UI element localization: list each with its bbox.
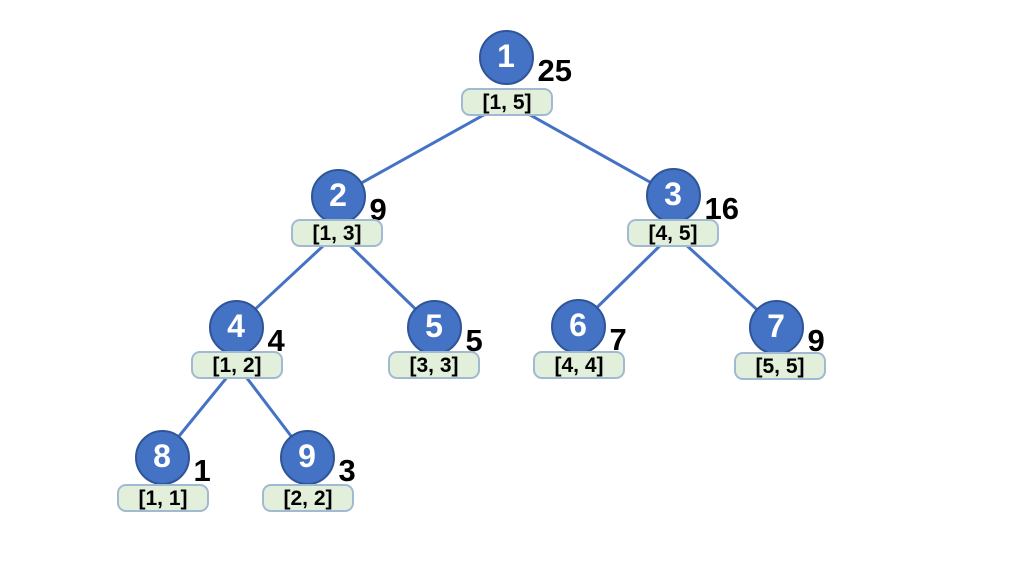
tree-node-value: 3 <box>338 453 356 488</box>
tree-node-value: 16 <box>704 191 739 226</box>
tree-node-range-text: [1, 2] <box>212 353 262 377</box>
tree-node-range-box: [4, 4] <box>533 351 625 379</box>
tree-node-value: 25 <box>537 53 572 88</box>
tree-node-range-text: [4, 4] <box>554 353 604 377</box>
tree-node-value: 9 <box>807 323 825 358</box>
tree-node-circle: 8 <box>134 429 190 485</box>
tree-node-range-text: [2, 2] <box>283 486 333 510</box>
tree-node-number: 4 <box>227 308 245 344</box>
tree-edge <box>337 100 508 198</box>
tree-node-range-text: [5, 5] <box>755 354 805 378</box>
tree-node-range-box: [3, 3] <box>388 351 480 379</box>
tree-node-range-box: [2, 2] <box>262 484 354 512</box>
tree-node-circle: 6 <box>550 298 606 354</box>
tree-node-number: 1 <box>497 38 515 74</box>
tree-node-value: 5 <box>465 323 483 358</box>
tree-node-range-text: [1, 3] <box>312 221 362 245</box>
tree-node-circle: 2 <box>310 168 366 224</box>
tree-node-circle: 7 <box>748 299 804 355</box>
tree-node-value: 4 <box>267 323 285 358</box>
tree-node-range-box: [5, 5] <box>734 352 826 380</box>
tree-node-circle: 3 <box>645 167 701 223</box>
tree-node-number: 6 <box>569 307 587 343</box>
tree-node-range-text: [1, 1] <box>138 486 188 510</box>
tree-node-number: 7 <box>767 308 785 344</box>
tree-node-range-box: [1, 3] <box>291 219 383 247</box>
tree-node-range-box: [1, 5] <box>461 88 553 116</box>
tree-node-number: 9 <box>298 438 316 474</box>
tree-node-range-box: [1, 2] <box>191 351 283 379</box>
tree-edge <box>506 100 674 197</box>
tree-node-range-box: [1, 1] <box>117 484 209 512</box>
tree-node-circle: 1 <box>478 29 534 85</box>
tree-node-value: 1 <box>193 453 211 488</box>
tree-node-value: 9 <box>369 192 387 227</box>
tree-node-number: 3 <box>664 176 682 212</box>
tree-node-range-text: [4, 5] <box>648 221 698 245</box>
tree-node-circle: 5 <box>406 299 462 355</box>
tree-node-circle: 9 <box>279 429 335 485</box>
tree-node-range-text: [3, 3] <box>409 353 459 377</box>
tree-node-value: 7 <box>609 322 627 357</box>
tree-node-circle: 4 <box>208 299 264 355</box>
tree-node-range-text: [1, 5] <box>482 90 532 114</box>
tree-node-range-box: [4, 5] <box>627 219 719 247</box>
tree-node-number: 8 <box>153 438 171 474</box>
tree-node-number: 5 <box>425 308 443 344</box>
tree-node-number: 2 <box>329 177 347 213</box>
